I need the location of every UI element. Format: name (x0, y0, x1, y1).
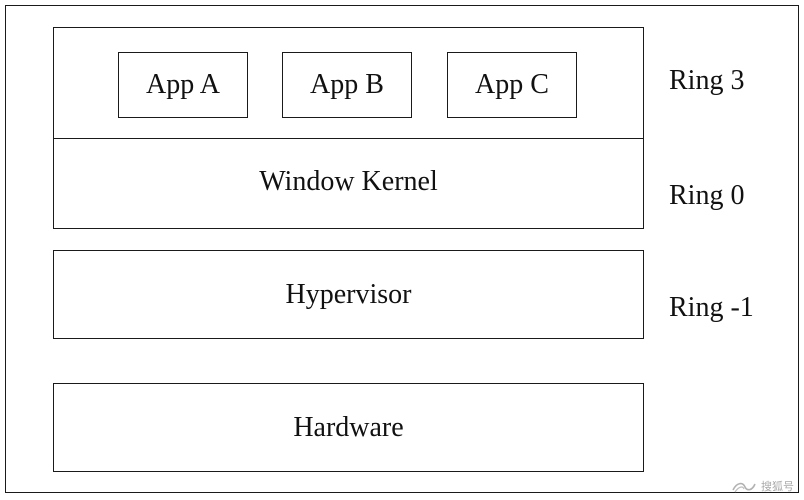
app-c-label: App C (475, 69, 549, 100)
os-layer-block: App A App B App C Window Kernel (53, 27, 644, 229)
hypervisor-layer-block: Hypervisor (53, 250, 644, 339)
logo-swirl-icon (731, 479, 757, 493)
app-c-box: App C (447, 52, 577, 118)
app-b-label: App B (310, 69, 384, 100)
app-a-box: App A (118, 52, 248, 118)
hypervisor-label: Hypervisor (285, 279, 412, 310)
window-kernel-label: Window Kernel (259, 166, 438, 197)
watermark: 搜狐号 (731, 478, 794, 494)
ring-neg1-label: Ring -1 (669, 292, 754, 323)
hardware-label: Hardware (293, 412, 404, 443)
hardware-layer-block: Hardware (53, 383, 644, 472)
app-b-box: App B (282, 52, 412, 118)
ring-3-label: Ring 3 (669, 65, 745, 96)
user-kernel-divider (54, 138, 643, 139)
app-a-label: App A (146, 69, 220, 100)
ring-0-label: Ring 0 (669, 180, 745, 211)
diagram-frame: App A App B App C Window Kernel Hypervis… (5, 5, 799, 493)
watermark-text: 搜狐号 (761, 480, 794, 493)
